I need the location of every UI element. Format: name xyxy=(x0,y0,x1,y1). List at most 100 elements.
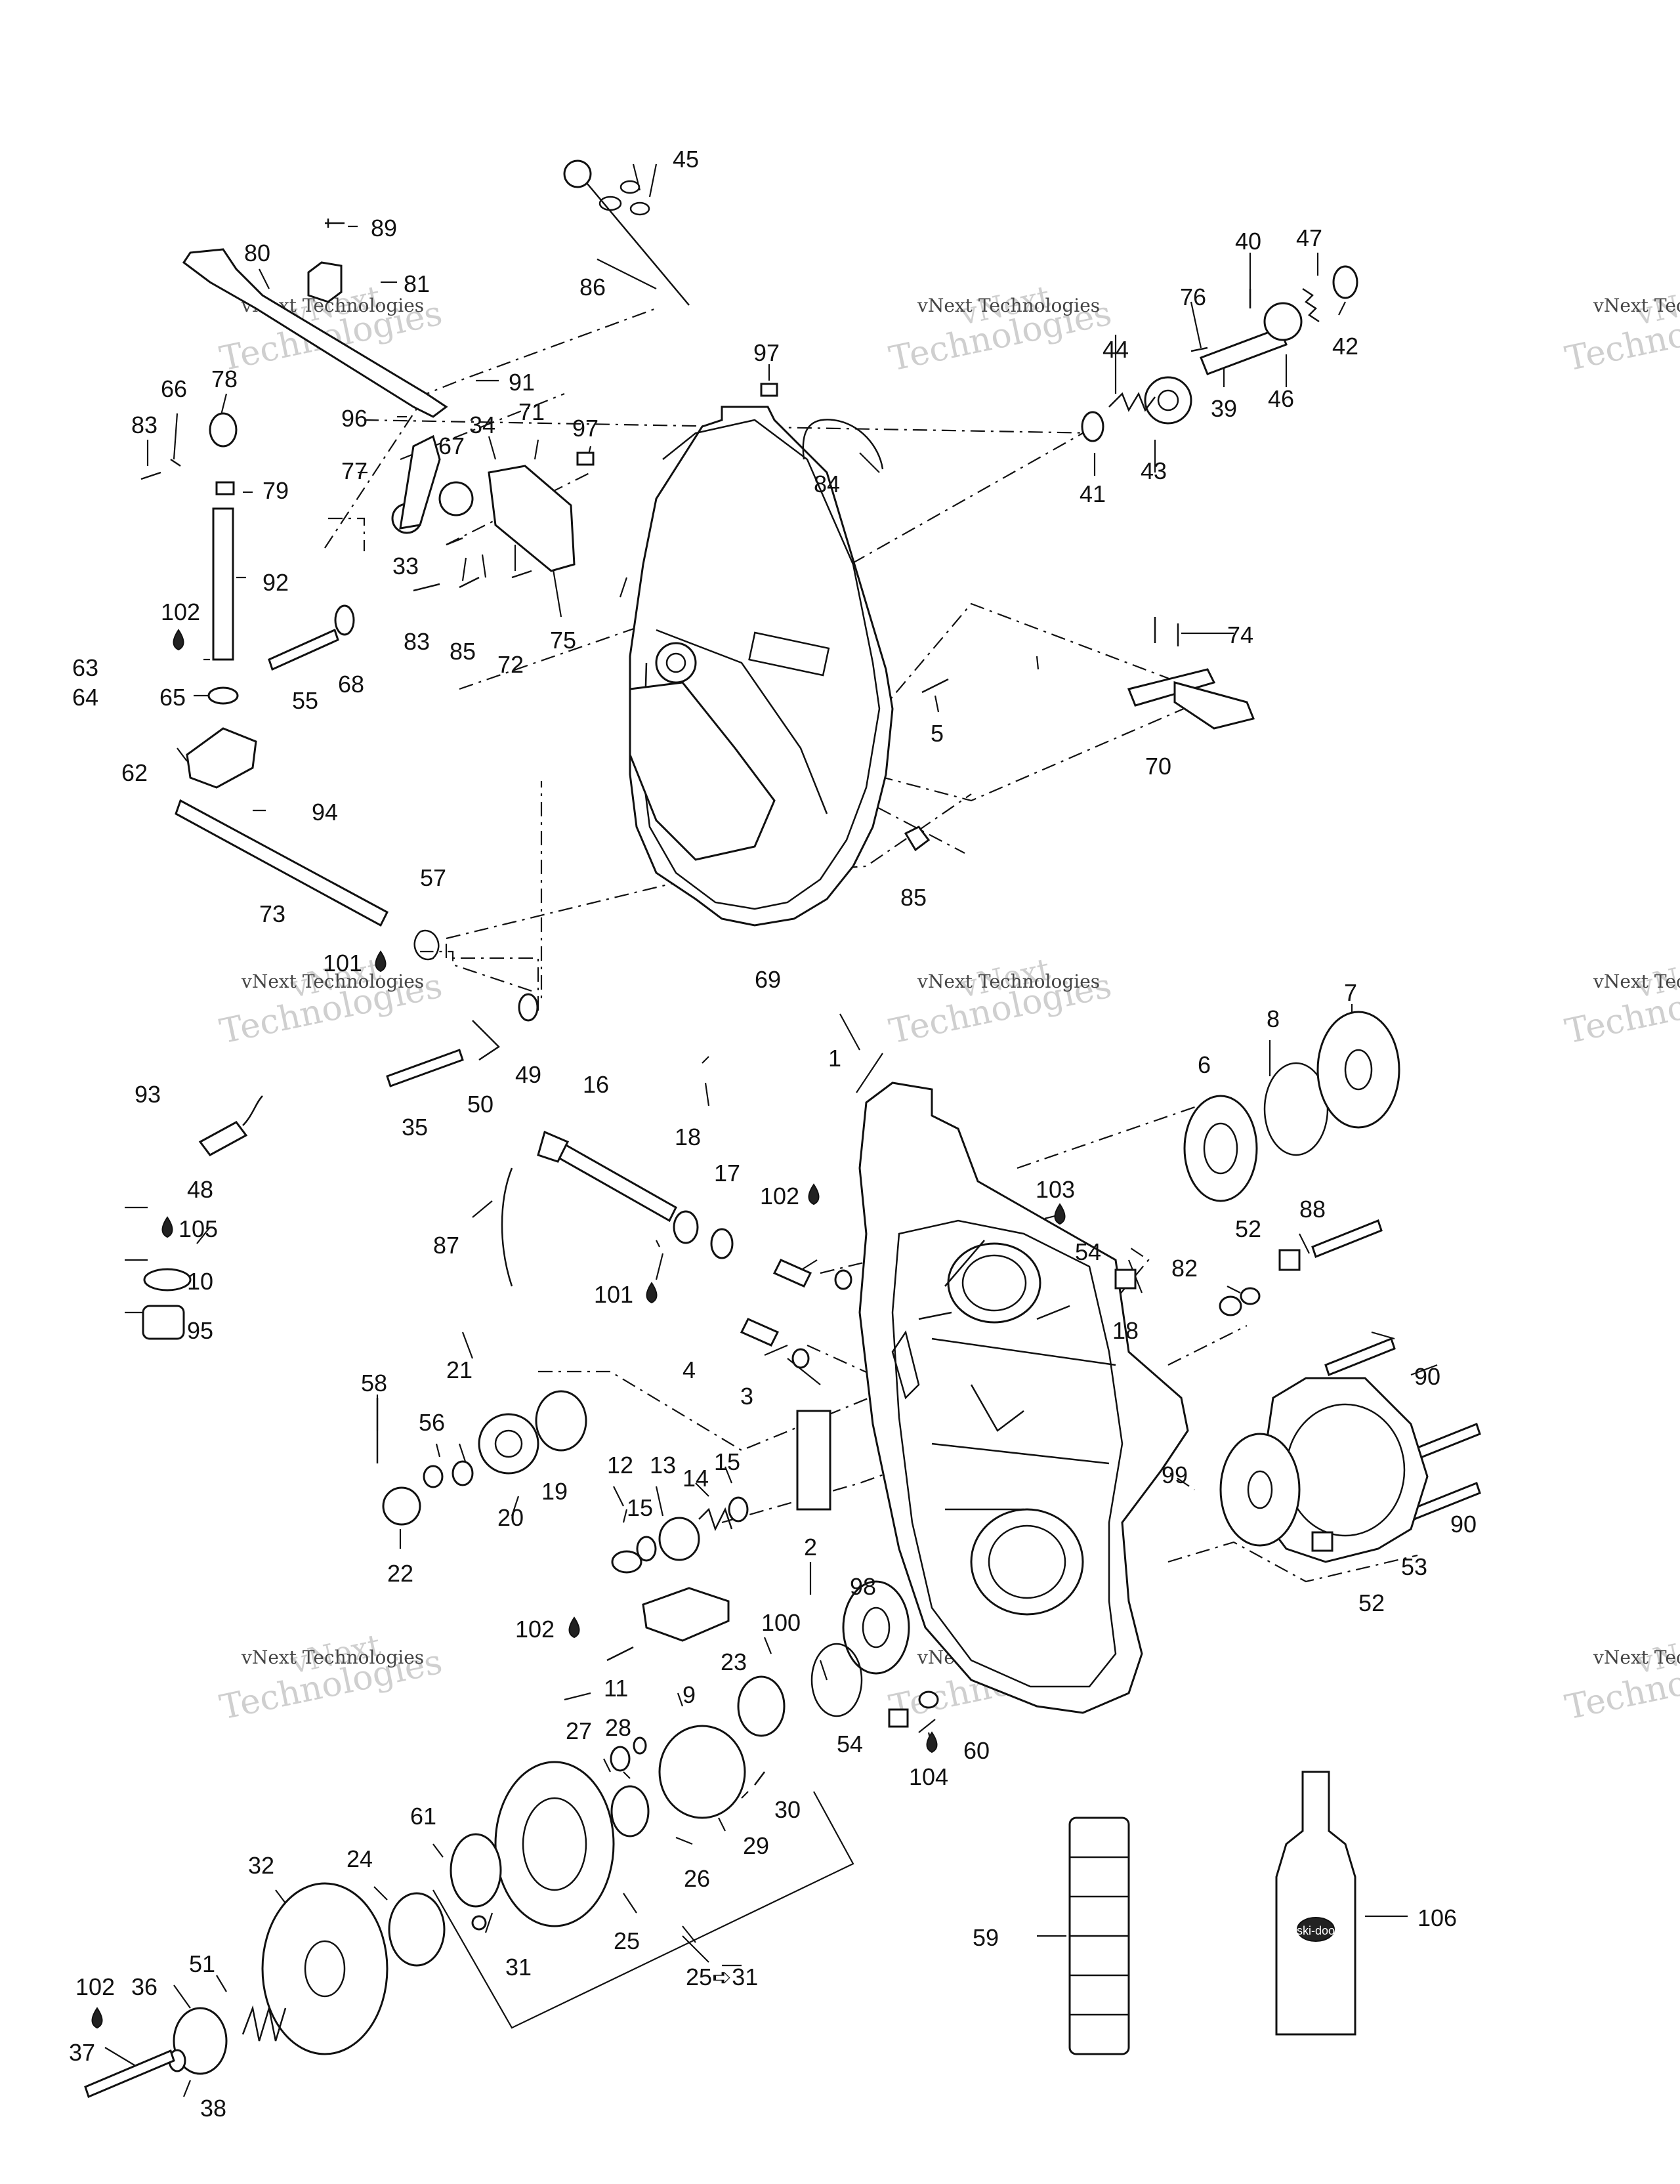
callout-48: 48 xyxy=(187,1176,213,1203)
callout-71: 71 xyxy=(518,398,545,425)
callout-41: 41 xyxy=(1080,480,1106,507)
callout-15: 15 xyxy=(714,1448,740,1475)
callout-15: 15 xyxy=(627,1494,653,1521)
callout-59: 59 xyxy=(973,1924,999,1951)
drop-icon xyxy=(91,2007,103,2029)
callout-53: 53 xyxy=(1401,1553,1427,1580)
callout-88: 88 xyxy=(1299,1196,1326,1223)
bottle-label: ski-doo xyxy=(1297,1924,1335,1937)
callout-20: 20 xyxy=(497,1504,524,1531)
callout-56: 56 xyxy=(419,1409,445,1436)
callout-10: 10 xyxy=(187,1268,213,1295)
callout-64: 64 xyxy=(72,684,98,711)
callout-16: 16 xyxy=(583,1071,609,1098)
callout-23: 23 xyxy=(721,1648,747,1675)
callout-27: 27 xyxy=(566,1717,592,1744)
callout-103: 103 xyxy=(1036,1176,1075,1203)
callout-90: 90 xyxy=(1450,1511,1477,1538)
callout-46: 46 xyxy=(1268,385,1294,412)
callout-19: 19 xyxy=(541,1478,568,1505)
callout-94: 94 xyxy=(312,799,338,826)
callout-69: 69 xyxy=(755,966,781,993)
callout-28: 28 xyxy=(605,1714,631,1741)
callout-90: 90 xyxy=(1414,1363,1440,1390)
callout-8: 8 xyxy=(1267,1005,1280,1032)
callout-78: 78 xyxy=(211,366,238,392)
callout-44: 44 xyxy=(1102,336,1129,363)
callout-102: 102 xyxy=(515,1616,555,1643)
callout-86: 86 xyxy=(579,274,606,301)
callout-54: 54 xyxy=(837,1731,863,1757)
callout-7: 7 xyxy=(1344,979,1357,1006)
drop-icon xyxy=(926,1731,938,1754)
callout-5: 5 xyxy=(931,720,944,747)
callout-18: 18 xyxy=(1112,1317,1139,1344)
callout-97: 97 xyxy=(572,415,598,442)
callout-75: 75 xyxy=(550,627,576,654)
callout-11: 11 xyxy=(604,1675,628,1702)
callout-34: 34 xyxy=(469,411,495,438)
drop-icon xyxy=(375,950,387,973)
callout-labels: 45 89 80 81 86 40 47 42 76 46 39 44 97 8… xyxy=(69,146,1477,2122)
callout-17: 17 xyxy=(714,1160,740,1186)
callout-101: 101 xyxy=(323,950,362,976)
callout-100: 100 xyxy=(761,1609,801,1636)
callout-102: 102 xyxy=(75,1973,115,2000)
callout-14: 14 xyxy=(682,1465,709,1492)
callout-92: 92 xyxy=(262,569,289,596)
drop-icon xyxy=(1054,1203,1066,1225)
watermark-caption: vNext Technologies xyxy=(241,971,424,992)
chaincase-cover-69 xyxy=(629,406,894,927)
callout-39: 39 xyxy=(1211,395,1237,422)
callout-55: 55 xyxy=(292,687,318,714)
callout-26: 26 xyxy=(684,1865,710,1892)
callout-57: 57 xyxy=(420,864,446,891)
callout-45: 45 xyxy=(673,146,699,173)
callout-65: 65 xyxy=(159,684,186,711)
callout-22: 22 xyxy=(387,1560,413,1587)
callout-106: 106 xyxy=(1418,1904,1457,1931)
callout-4: 4 xyxy=(682,1356,696,1383)
callout-40: 40 xyxy=(1235,228,1261,255)
upper-parts: ski-doo xyxy=(84,159,1481,2099)
drop-icon xyxy=(646,1282,658,1304)
callout-52: 52 xyxy=(1235,1215,1261,1242)
callout-77: 77 xyxy=(341,457,368,484)
callout-38: 38 xyxy=(200,2095,226,2122)
watermark-caption: vNext Technologies xyxy=(1593,1647,1680,1668)
callout-96: 96 xyxy=(341,405,368,432)
callout-95: 95 xyxy=(187,1317,213,1344)
callout-83: 83 xyxy=(131,411,158,438)
callout-54: 54 xyxy=(1075,1238,1101,1265)
watermark-caption: vNext Technologies xyxy=(1593,295,1680,316)
watermark-caption: vNext Technologies xyxy=(241,1647,424,1668)
callout-58: 58 xyxy=(361,1370,387,1396)
callout-76: 76 xyxy=(1180,284,1206,310)
callout-87: 87 xyxy=(433,1232,459,1259)
callout-42: 42 xyxy=(1332,333,1358,360)
callout-51: 51 xyxy=(189,1950,215,1977)
callout-32: 32 xyxy=(248,1852,274,1879)
callout-49: 49 xyxy=(515,1061,541,1088)
callout-6: 6 xyxy=(1198,1051,1211,1078)
callout-21: 21 xyxy=(446,1356,472,1383)
callout-72: 72 xyxy=(497,651,524,678)
drop-icon xyxy=(568,1616,580,1639)
callout-33: 33 xyxy=(392,553,419,579)
callout-82: 82 xyxy=(1171,1255,1198,1282)
callout-83: 83 xyxy=(404,628,430,655)
callout-99: 99 xyxy=(1162,1461,1188,1488)
callout-60: 60 xyxy=(963,1737,990,1764)
callout-25-to-31: 25➪31 xyxy=(686,1964,758,1990)
callout-102: 102 xyxy=(161,598,200,625)
callout-2: 2 xyxy=(804,1534,817,1561)
callout-102: 102 xyxy=(760,1183,799,1209)
lubricant-drop-icons xyxy=(91,629,1066,2029)
callout-1: 1 xyxy=(828,1045,841,1072)
callout-73: 73 xyxy=(259,900,285,927)
drop-icon xyxy=(161,1216,173,1238)
chaincase-housing-1 xyxy=(858,1082,1189,1714)
group-bracket-25-31 xyxy=(432,1791,854,2029)
callout-66: 66 xyxy=(161,375,187,402)
